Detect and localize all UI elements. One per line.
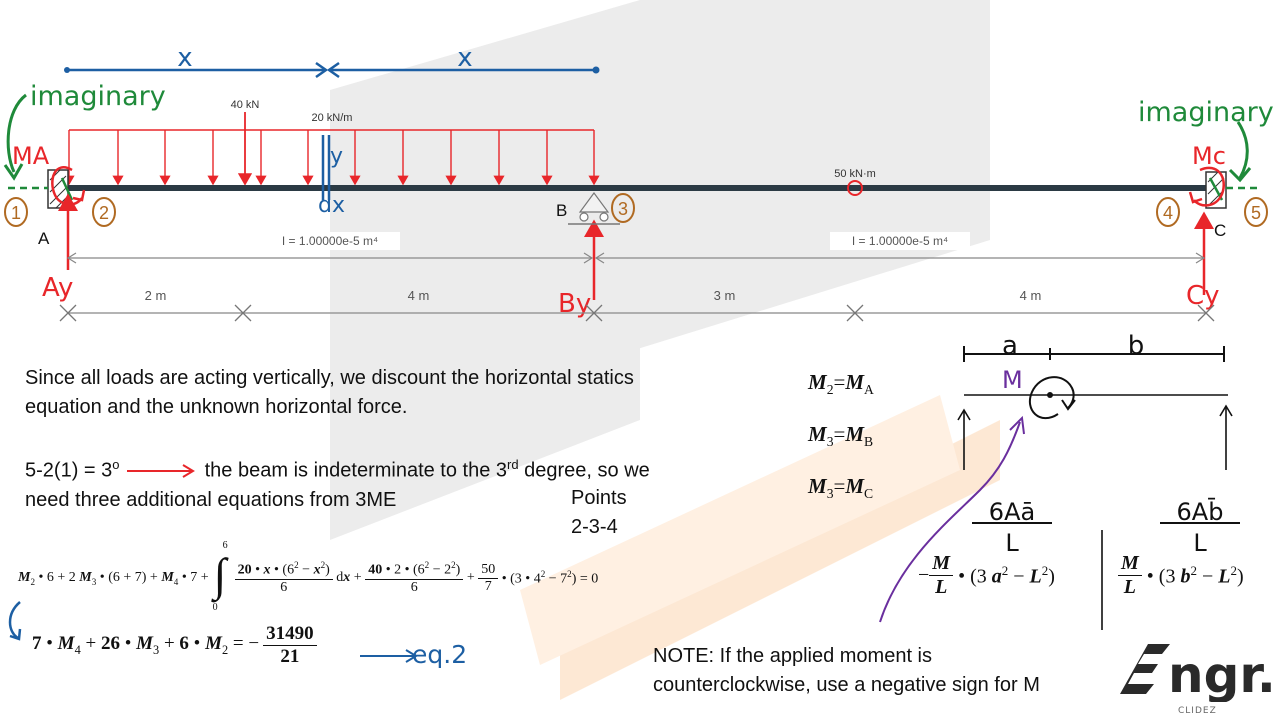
point-marker-4: 4 [1156,197,1180,227]
integral-sign: ∫ 6 0 [212,540,228,613]
degree-expression: 5-2(1) = 3 [25,459,113,482]
point-marker-5: 5 [1244,197,1268,227]
applied-moment-symbol [847,180,863,196]
reaction-label-Ay: Ay [42,273,73,303]
x-label-left: x [177,43,192,73]
dimension-tick-1 [59,304,77,322]
purple-pointer [879,421,1021,623]
moment-relations: M2=MA M3=MB M3=MC [808,360,874,517]
point-marker-2: 2 [92,197,116,227]
relation-2: M3=MB [808,422,874,450]
explanation-line-1: Since all loads are acting vertically, w… [25,367,634,389]
reaction-label-Cy: Cy [1186,281,1220,311]
span-length-label-1: 2 m [145,288,167,303]
logo-main-text: ngr. [1168,646,1273,702]
inertia-label-right: I = 1.00000e-5 m⁴ [852,234,948,248]
implies-arrow [127,464,196,479]
reaction-label-By: By [558,289,591,319]
roller-support-B [578,191,610,213]
three-moment-equation: M2 • 6 + 2 M3 • (6 + 7) + M4 • 7 + ∫ 6 0… [18,540,599,613]
svg-text:1: 1 [11,203,21,223]
imaginary-pointer-left [6,93,27,173]
engr-logo: ngr. CLIDEZ [1118,636,1276,716]
imaginary-label-right: imaginary [1138,97,1274,128]
span-dimension-line: 2 m 4 m 3 m 4 m [59,288,1215,322]
logo-sub-text: CLIDEZ [1178,706,1217,716]
point-load-label: 40 kN [231,99,260,111]
point-label-B: B [556,201,567,220]
span-length-label-2: 4 m [408,288,430,303]
relation-3: M3=MC [808,474,874,502]
indeterminacy-text: 5-2(1) = 3o the beam is indeterminate to… [25,450,805,515]
moment-label-Mc: Mc [1192,142,1226,170]
distributed-load [63,129,600,186]
dimension-tick-3 [585,304,603,322]
imaginary-label-left: imaginary [30,81,166,112]
watermark-gray-stem [330,250,640,540]
moment-arrow-C [1193,166,1225,207]
sign-note: NOTE: If the applied moment is countercl… [653,645,1040,696]
engr-logo-mark: ngr. [1120,644,1276,704]
svg-text:4: 4 [1163,203,1173,223]
applied-moment-label: 50 kN·m [834,168,876,180]
span-length-label-3: 3 m [714,288,736,303]
inertia-label-left: I = 1.00000e-5 m⁴ [282,234,378,248]
right-coefficient-den: L [1193,529,1207,557]
imaginary-pointer-right [1236,121,1249,179]
svg-text:5: 5 [1251,203,1261,223]
y-label: y [330,144,343,169]
applied-moment-sketch: a b M 6Aā L 6Ab̄ L [879,331,1240,630]
eq-arrow [360,649,418,663]
sketch-moment-arrow [1029,376,1075,420]
blue-curve-arrow [8,601,22,641]
beam [68,185,1206,191]
moment-label-MA: MA [12,142,50,170]
svg-text:3: 3 [618,199,628,219]
beam-diagram: x x 40 kN 20 kN/m dx y imaginary imagina… [3,43,1274,322]
x-label-right: x [457,43,472,73]
point-label-A: A [38,229,50,248]
left-coefficient-den: L [1005,529,1019,557]
point-marker-1: 1 [4,197,28,227]
explanation-text: Since all loads are acting vertically, w… [25,364,785,422]
length-a-label: a [1002,331,1018,361]
point-marker-3: 3 [611,193,635,223]
distributed-load-label: 20 kN/m [312,112,353,124]
left-coefficient-num: 6Aā [989,498,1035,526]
eq-label: eq.2 [412,640,468,669]
explanation-line-2: equation and the unknown horizontal forc… [25,396,408,418]
moment-M-label: M [1002,366,1023,394]
relation-1: M2=MA [808,370,874,398]
watermark-orange-band-2 [520,395,960,665]
points-note: Points 2-3-4 [571,487,627,538]
dimension-tick-4 [846,304,864,322]
right-coefficient-num: 6Ab̄ [1177,497,1224,526]
svg-text:2: 2 [99,203,109,223]
indeterminacy-line-2: need three additional equations from 3ME [25,488,397,511]
dimension-tick-5 [1197,304,1215,322]
dimension-tick-2 [234,304,252,322]
point-label-C: C [1214,221,1226,240]
length-b-label: b [1128,331,1145,361]
watermark-gray-shape [330,0,990,470]
span-length-label-4: 4 m [1020,288,1042,303]
dx-label: dx [318,193,345,218]
